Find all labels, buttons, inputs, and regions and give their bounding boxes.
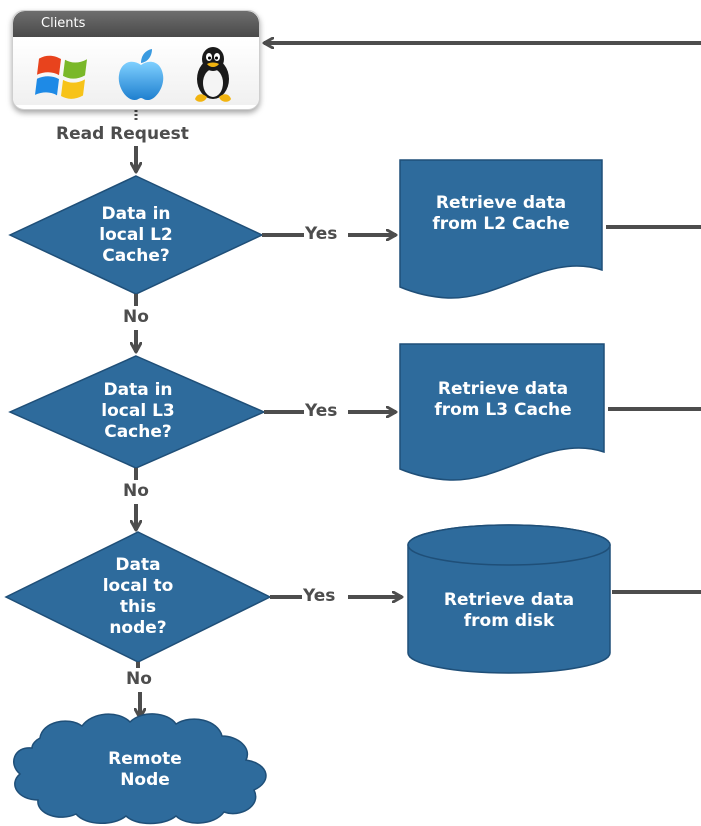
- linux-penguin-icon: [195, 47, 231, 102]
- terminal-remote-shape: [13, 713, 267, 825]
- clients-title: Clients: [13, 11, 259, 37]
- yes-label-disk: Yes: [303, 586, 336, 606]
- decision-disk-line-4: node?: [109, 618, 167, 638]
- action-l2-line-1: Retrieve data: [435, 193, 567, 213]
- action-l3-line-2: from L3 Cache: [434, 400, 572, 420]
- decision-disk-line-3: this: [119, 597, 157, 617]
- decision-disk-line-2: local to: [102, 576, 174, 596]
- decision-l3-line-2: local L3: [101, 400, 175, 421]
- decision-l3-text: Data in local L3 Cache?: [78, 378, 198, 444]
- yes-label-l3: Yes: [305, 401, 338, 421]
- clients-icons: [13, 39, 259, 105]
- terminal-line-1: Remote: [108, 749, 182, 769]
- action-l3-text: Retrieve data from L3 Cache: [402, 376, 604, 424]
- action-l2-text: Retrieve data from L2 Cache: [400, 190, 602, 238]
- action-disk-text: Retrieve data from disk: [408, 587, 610, 635]
- clients-panel: Clients: [12, 10, 260, 110]
- action-disk-top: [407, 524, 611, 566]
- read-request-label: Read Request: [56, 124, 189, 144]
- decision-l3-line-3: Cache?: [104, 421, 172, 442]
- decision-l2-line-1: Data in: [101, 203, 171, 224]
- decision-l2-text: Data in local L2 Cache?: [76, 202, 196, 268]
- terminal-line-2: Node: [120, 770, 170, 790]
- action-l3-shape: [399, 343, 605, 481]
- decision-disk-line-1: Data: [115, 555, 161, 575]
- decision-l3-line-1: Data in: [103, 379, 173, 400]
- decision-l2-line-2: local L2: [99, 224, 173, 245]
- action-disk-line-1: Retrieve data: [443, 590, 575, 610]
- terminal-remote-text: Remote Node: [60, 745, 230, 795]
- windows-logo-icon: [35, 55, 87, 99]
- decision-l2-line-3: Cache?: [102, 245, 170, 266]
- decision-disk-text: Data local to this node?: [78, 553, 198, 641]
- no-label-l3: No: [123, 481, 149, 501]
- action-disk-line-2: from disk: [463, 611, 555, 631]
- action-l2-line-2: from L2 Cache: [432, 214, 570, 234]
- yes-label-l2: Yes: [305, 224, 338, 244]
- no-label-l2: No: [123, 307, 149, 327]
- apple-logo-icon: [118, 49, 164, 101]
- action-l2-shape: [399, 159, 603, 299]
- action-l3-line-1: Retrieve data: [437, 379, 569, 399]
- no-label-disk: No: [126, 669, 152, 689]
